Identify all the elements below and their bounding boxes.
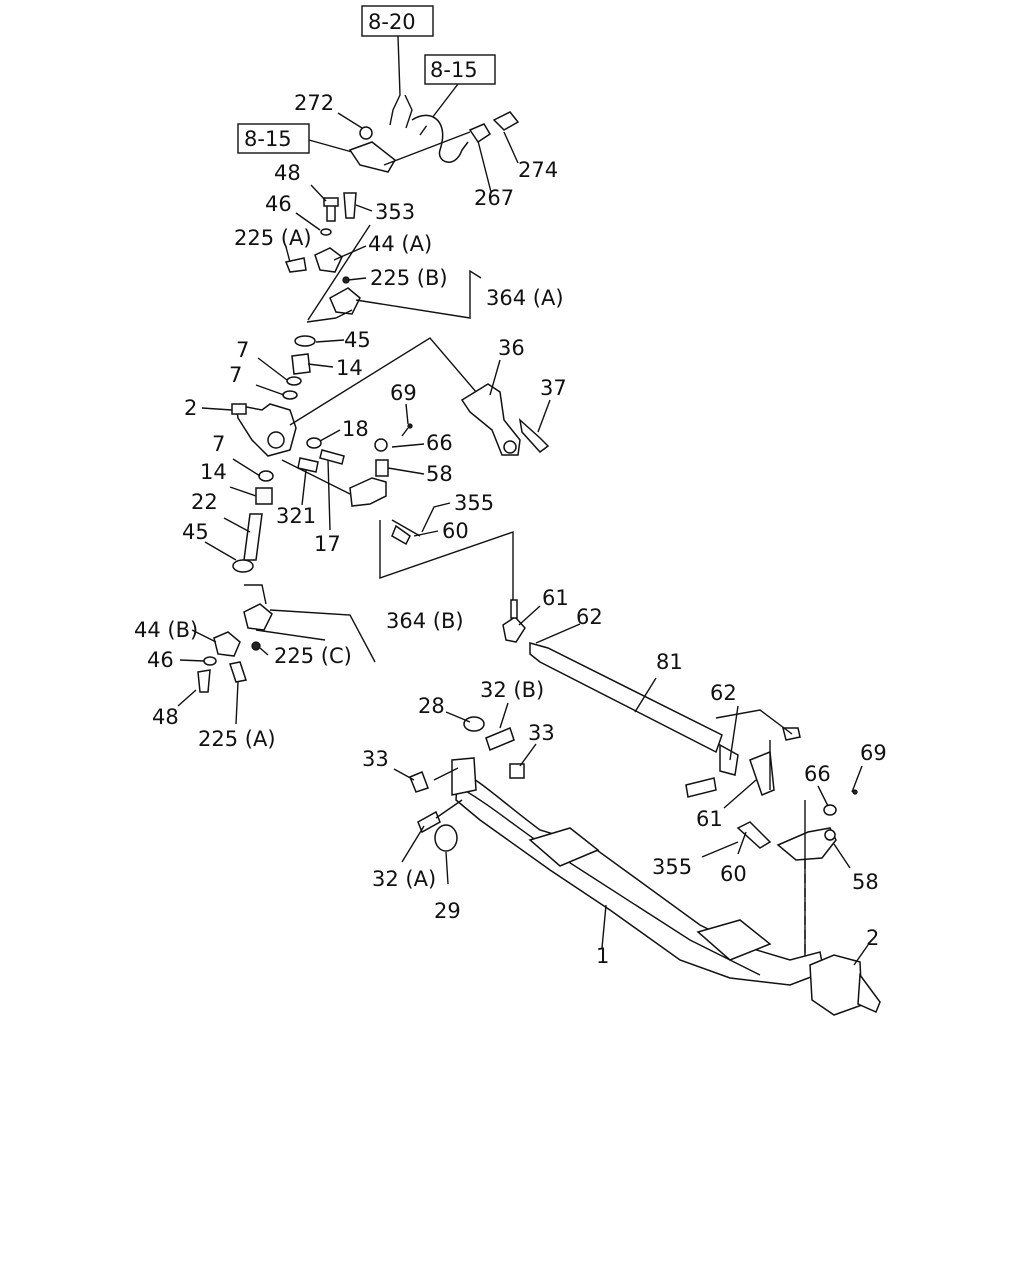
callout-62-right: 62 (710, 681, 737, 705)
callout-7-c: 7 (212, 432, 225, 456)
callout-labels: 272 48 46 225 (A) 353 44 (A) 225 (B) 364… (134, 91, 887, 968)
callout-44a: 44 (A) (368, 232, 432, 256)
left-knuckle-drawing (197, 337, 550, 693)
callout-7-b: 7 (229, 363, 242, 387)
callout-66-top: 66 (426, 431, 453, 455)
callout-45-top: 45 (344, 328, 371, 352)
callout-36: 36 (498, 336, 525, 360)
callout-225a-low: 225 (A) (198, 727, 276, 751)
callout-2-right: 2 (866, 926, 879, 950)
callout-267: 267 (474, 186, 514, 210)
callout-44b: 44 (B) (134, 618, 198, 642)
callout-364a: 364 (A) (486, 286, 564, 310)
svg-text:8-15: 8-15 (244, 127, 292, 151)
callout-14-top: 14 (336, 356, 363, 380)
upper-parts-drawing (282, 35, 520, 400)
callout-45-mid: 45 (182, 520, 209, 544)
callout-58-right: 58 (852, 870, 879, 894)
callout-355-right: 355 (652, 855, 692, 879)
callout-17: 17 (314, 532, 341, 556)
callout-355-top: 355 (454, 491, 494, 515)
callout-62-top: 62 (576, 605, 603, 629)
callout-353: 353 (375, 200, 415, 224)
svg-text:8-20: 8-20 (368, 10, 416, 34)
callout-33-left: 33 (362, 747, 389, 771)
callout-7-a: 7 (236, 338, 249, 362)
callout-69-right: 69 (860, 741, 887, 765)
tie-rod-drawing (502, 599, 801, 798)
ref-box-8-15-left[interactable]: 8-15 (237, 123, 310, 154)
callout-58-top: 58 (426, 462, 453, 486)
callout-28: 28 (418, 694, 445, 718)
callout-60-top: 60 (442, 519, 469, 543)
callout-225b: 225 (B) (370, 266, 448, 290)
leader-lines (177, 112, 869, 966)
callout-29: 29 (434, 899, 461, 923)
callout-37: 37 (540, 376, 567, 400)
right-arm-drawing (736, 789, 858, 957)
callout-32b: 32 (B) (480, 678, 544, 702)
callout-1: 1 (596, 944, 609, 968)
svg-text:8-15: 8-15 (430, 58, 478, 82)
callout-81: 81 (656, 650, 683, 674)
callout-18: 18 (342, 417, 369, 441)
callout-225c: 225 (C) (274, 644, 352, 668)
callout-272: 272 (294, 91, 334, 115)
callout-14-mid: 14 (200, 460, 227, 484)
callout-32a: 32 (A) (372, 867, 436, 891)
ref-box-8-15-top[interactable]: 8-15 (424, 54, 496, 85)
callout-46: 46 (265, 192, 292, 216)
callout-69-top: 69 (390, 381, 417, 405)
ref-box-8-20[interactable]: 8-20 (361, 5, 434, 37)
callout-364b: 364 (B) (386, 609, 464, 633)
callout-33-right: 33 (528, 721, 555, 745)
callout-274: 274 (518, 158, 558, 182)
callout-2-left: 2 (184, 396, 197, 420)
callout-60-right: 60 (720, 862, 747, 886)
callout-66-right: 66 (804, 762, 831, 786)
callout-48: 48 (274, 161, 301, 185)
callout-321: 321 (276, 504, 316, 528)
axle-beam-drawing (409, 716, 881, 1016)
callout-48-low: 48 (152, 705, 179, 729)
callout-61-top: 61 (542, 586, 569, 610)
callout-61-right: 61 (696, 807, 723, 831)
callout-225a: 225 (A) (234, 226, 312, 250)
callout-46-low: 46 (147, 648, 174, 672)
callout-22: 22 (191, 490, 218, 514)
